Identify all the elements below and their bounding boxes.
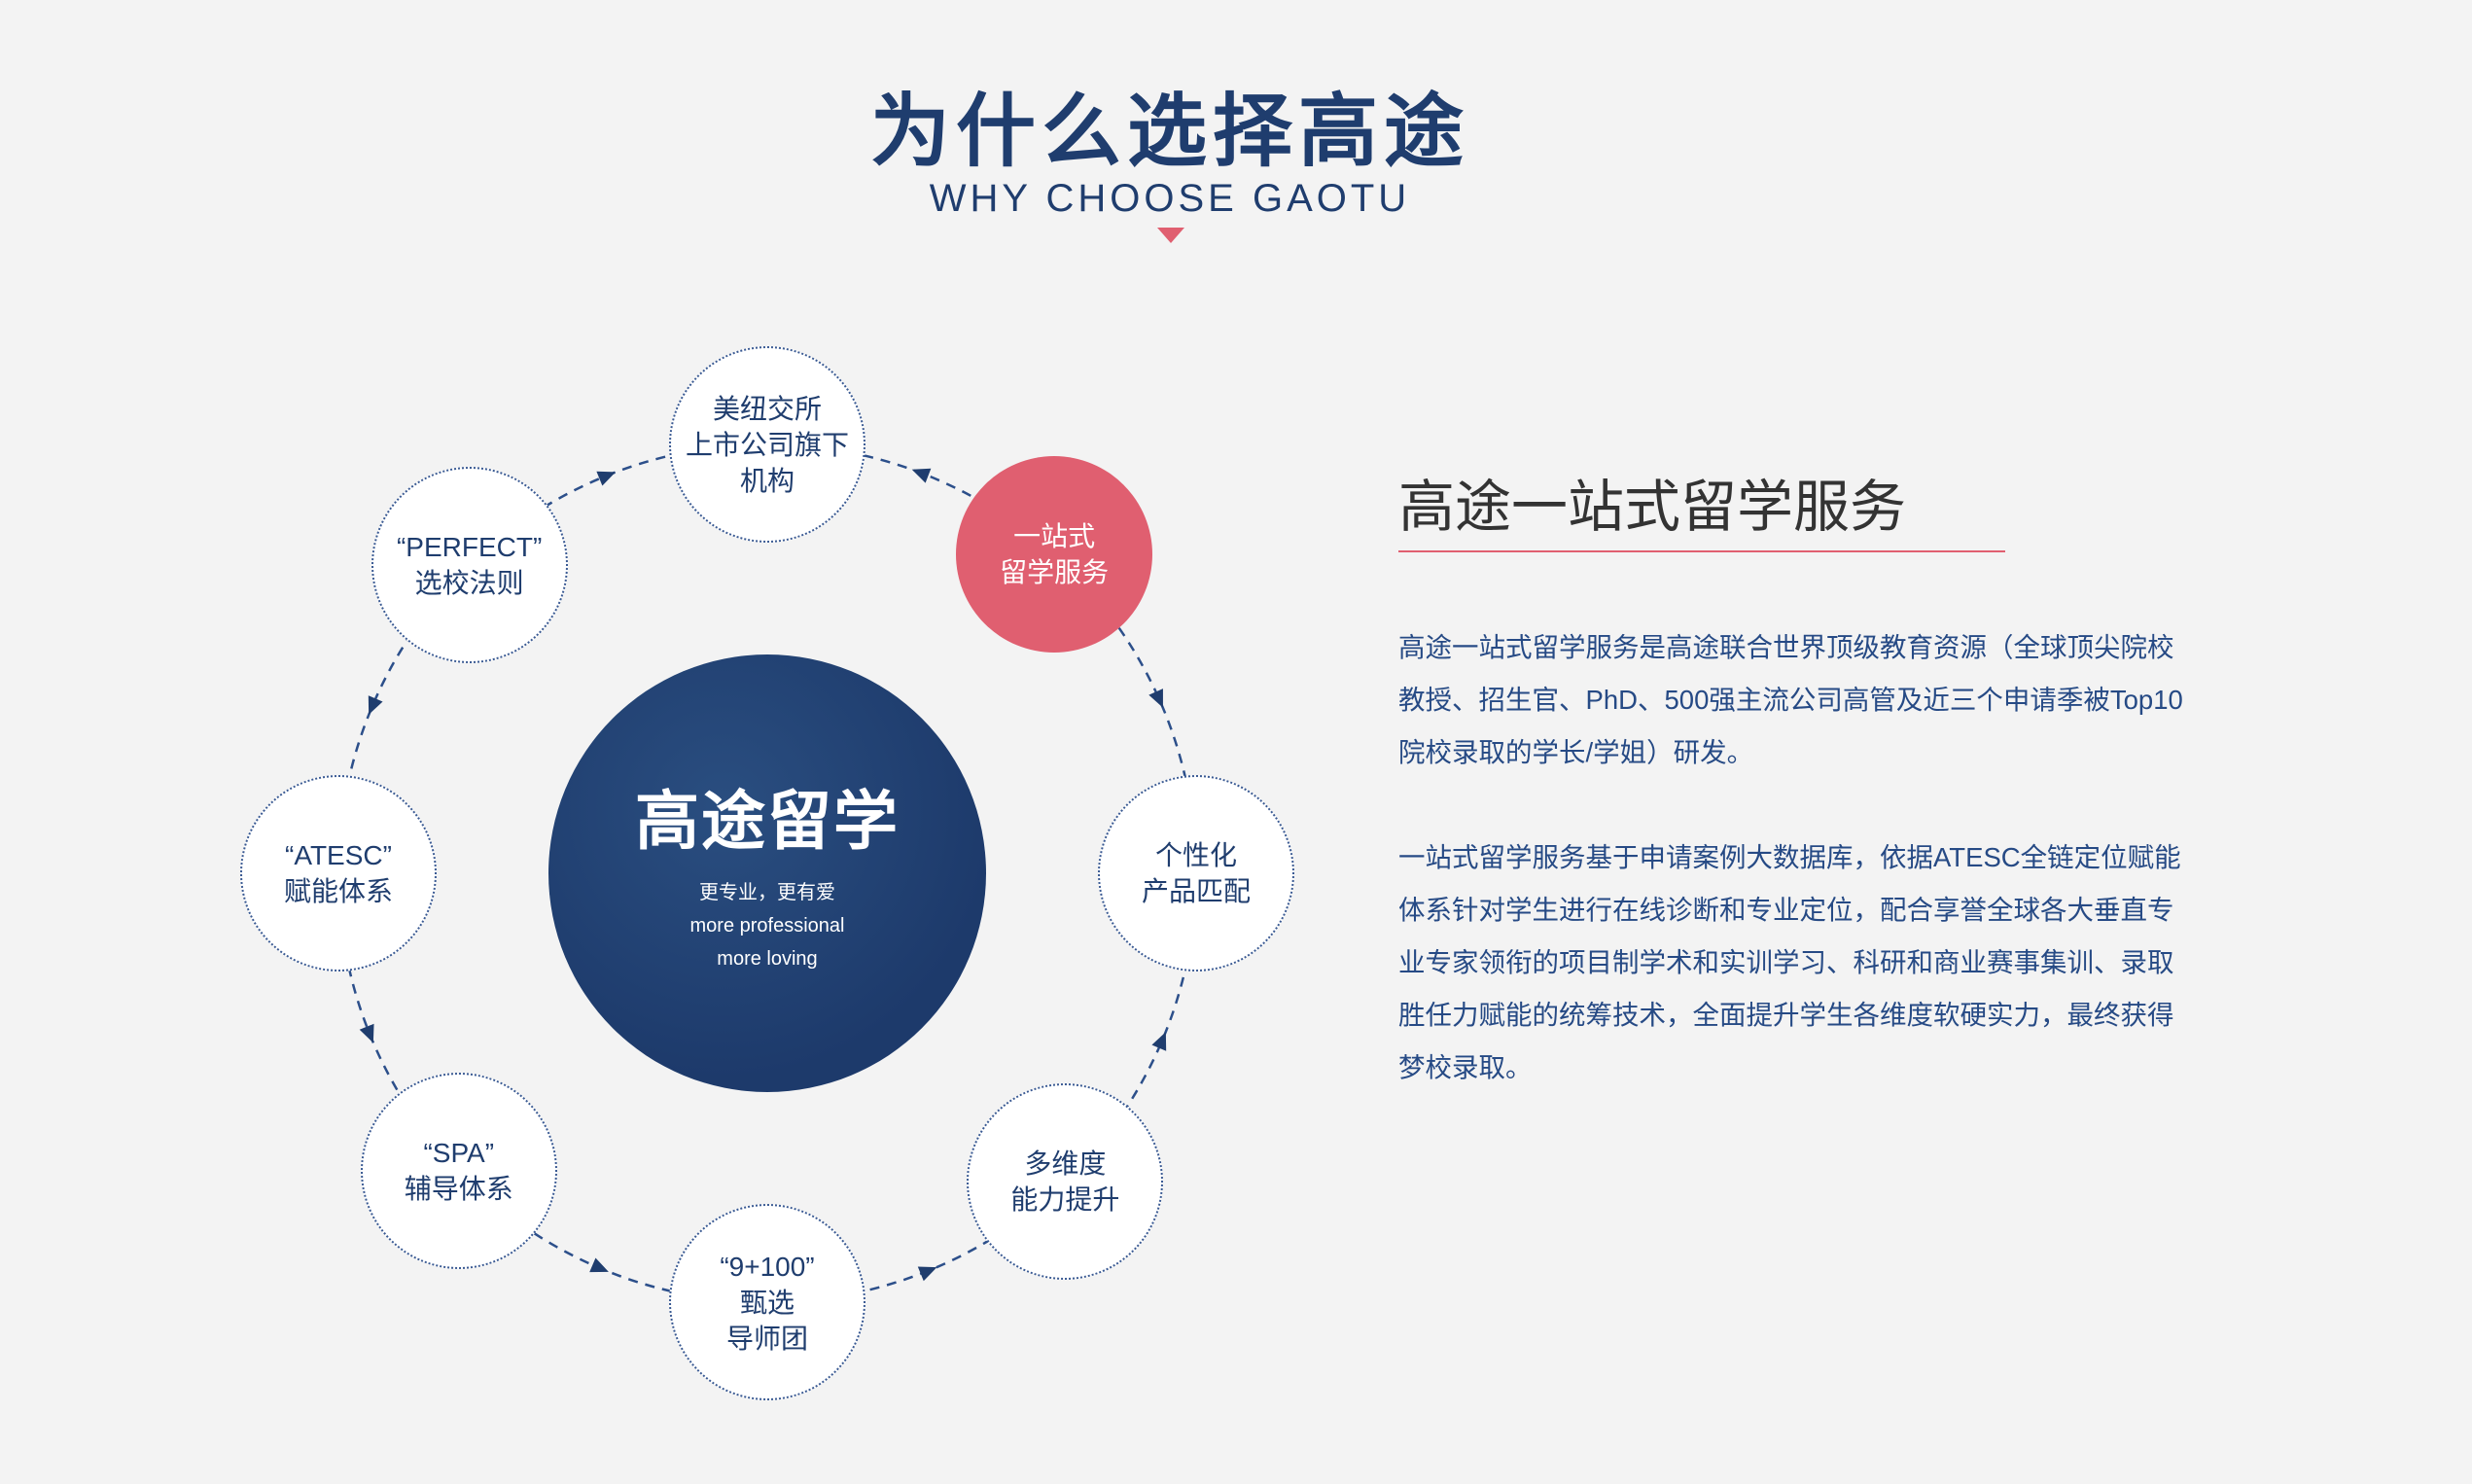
arrow-icon (596, 471, 617, 486)
feature-node[interactable]: “SPA” 辅导体系 (360, 1073, 557, 1270)
feature-node-label: 甄选 (739, 1287, 795, 1318)
down-triangle-icon (1157, 228, 1184, 243)
page-subtitle: WHY CHOOSE GAOTU (929, 177, 1411, 220)
feature-node[interactable]: 个性化产品匹配 (1098, 775, 1294, 972)
arrow-icon (1148, 689, 1163, 708)
panel-title: 高途一站式留学服务 (1398, 476, 1907, 539)
feature-node-label: 多维度 (1024, 1148, 1107, 1180)
feature-node-label: 选校法则 (414, 567, 524, 598)
feature-node-label: 赋能体系 (283, 876, 393, 906)
feature-node-label: 一站式 (1013, 521, 1096, 552)
feature-node-label: 美纽交所 (712, 393, 822, 424)
panel-paragraph-1: 高途一站式留学服务是高途联合世界顶级教育资源（全球顶尖院校教授、招生官、PhD、… (1398, 632, 2183, 767)
arrow-icon (911, 468, 932, 483)
panel-divider (1398, 550, 2005, 552)
feature-node-label: 辅导体系 (404, 1174, 513, 1205)
feature-node[interactable]: 多维度能力提升 (967, 1083, 1164, 1281)
arrow-icon (359, 1023, 374, 1043)
arrow-icon (917, 1266, 937, 1282)
feature-node-label: “9+100” (720, 1251, 815, 1282)
feature-node-label: “ATESC” (285, 840, 392, 870)
feature-node-label: 导师团 (725, 1323, 808, 1354)
arrow-icon (368, 695, 383, 715)
feature-node[interactable]: “9+100” 甄选导师团 (669, 1204, 865, 1400)
feature-node-label: 留学服务 (1000, 557, 1110, 588)
feature-node-label: 能力提升 (1010, 1184, 1120, 1216)
hub-slogan-en-1: more professional (689, 915, 845, 936)
arrow-icon (1151, 1032, 1167, 1051)
feature-node[interactable]: 一站式留学服务 (956, 456, 1153, 654)
feature-node[interactable]: “PERFECT” 选校法则 (371, 466, 568, 663)
feature-node-label: 上市公司旗下 (685, 429, 849, 460)
feature-node-label: “SPA” (423, 1138, 495, 1169)
feature-node-label: 个性化 (1154, 840, 1237, 870)
panel-paragraph-2: 一站式留学服务基于申请案例大数据库，依据ATESC全链定位赋能体系针对学生进行在… (1398, 842, 2181, 1082)
feature-node-label: 机构 (739, 465, 795, 496)
feature-node[interactable]: 美纽交所上市公司旗下机构 (669, 346, 865, 543)
hub-circle: 高途留学 更专业，更有爱 more professional more lovi… (548, 654, 986, 1092)
feature-node[interactable]: “ATESC” 赋能体系 (240, 775, 437, 972)
feature-node-label: 产品匹配 (1141, 876, 1251, 906)
hub-title: 高途留学 (635, 785, 900, 857)
hub-slogan-en-2: more loving (717, 948, 818, 970)
page-title: 为什么选择高途 (869, 88, 1469, 176)
hub-slogan-cn: 更专业，更有爱 (699, 882, 835, 903)
feature-node-label: “PERFECT” (396, 531, 543, 562)
arrow-icon (589, 1257, 609, 1273)
